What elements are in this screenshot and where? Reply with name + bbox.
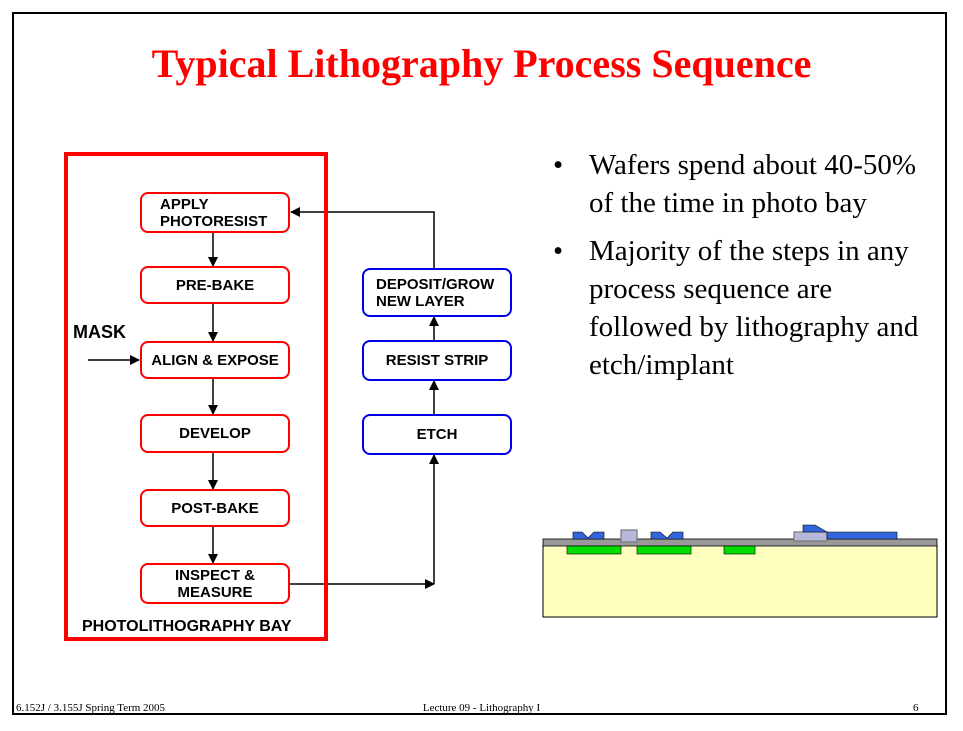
step-label: ALIGN & EXPOSE [151, 351, 279, 369]
bullet-item: • Majority of the steps in any process s… [545, 232, 925, 384]
bullet-dot-icon: • [553, 235, 564, 267]
step-resist-strip: RESIST STRIP [362, 340, 512, 381]
pad [620, 529, 638, 543]
photolithography-bay-frame [64, 152, 328, 641]
bullet-dot-icon: • [553, 149, 564, 181]
step-label: APPLY PHOTORESIST [160, 195, 268, 230]
step-deposit-grow: DEPOSIT/GROW NEW LAYER [362, 268, 512, 317]
bullet-text: Majority of the steps in any process seq… [589, 235, 919, 381]
bullet-text: Wafers spend about 40-50% of the time in… [589, 149, 917, 219]
footer-course: 6.152J / 3.155J Spring Term 2005 [16, 702, 166, 714]
step-post-bake: POST-BAKE [140, 489, 290, 527]
step-label: RESIST STRIP [385, 352, 489, 369]
bullet-item: • Wafers spend about 40-50% of the time … [545, 146, 925, 222]
footer-lecture: Lecture 09 - Lithography I [422, 702, 541, 714]
pad [793, 531, 828, 542]
arrow-deposit-to-apply [290, 207, 435, 268]
step-align-expose: ALIGN & EXPOSE [140, 341, 290, 379]
implant-region [636, 545, 692, 555]
footer-page-number: 6 [913, 702, 919, 714]
step-label: INSPECT & MEASURE [174, 566, 255, 601]
oxide-layer [542, 538, 938, 547]
implant-region [566, 545, 622, 555]
bullet-list: • Wafers spend about 40-50% of the time … [545, 146, 925, 394]
substrate [542, 544, 938, 618]
implant-region [723, 545, 756, 555]
step-etch: ETCH [362, 414, 512, 455]
slide-frame [12, 12, 947, 715]
mask-label: MASK [73, 322, 126, 342]
wafer-cross-section [542, 524, 938, 618]
bay-label: PHOTOLITHOGRAPHY BAY [82, 618, 292, 635]
step-label: PRE-BAKE [175, 276, 255, 294]
metal-contact [572, 531, 605, 540]
step-apply-photoresist: APPLY PHOTORESIST [140, 192, 290, 233]
step-label: DEVELOP [179, 425, 251, 442]
step-inspect-measure: INSPECT & MEASURE [140, 563, 290, 604]
step-develop: DEVELOP [140, 414, 290, 453]
step-label: ETCH [416, 426, 458, 443]
metal-contact [650, 531, 684, 540]
step-label: DEPOSIT/GROW NEW LAYER [376, 275, 495, 310]
metal-line [802, 524, 898, 540]
step-label: POST-BAKE [171, 499, 259, 517]
page-title: Typical Lithography Process Sequence [151, 41, 812, 86]
step-pre-bake: PRE-BAKE [140, 266, 290, 304]
